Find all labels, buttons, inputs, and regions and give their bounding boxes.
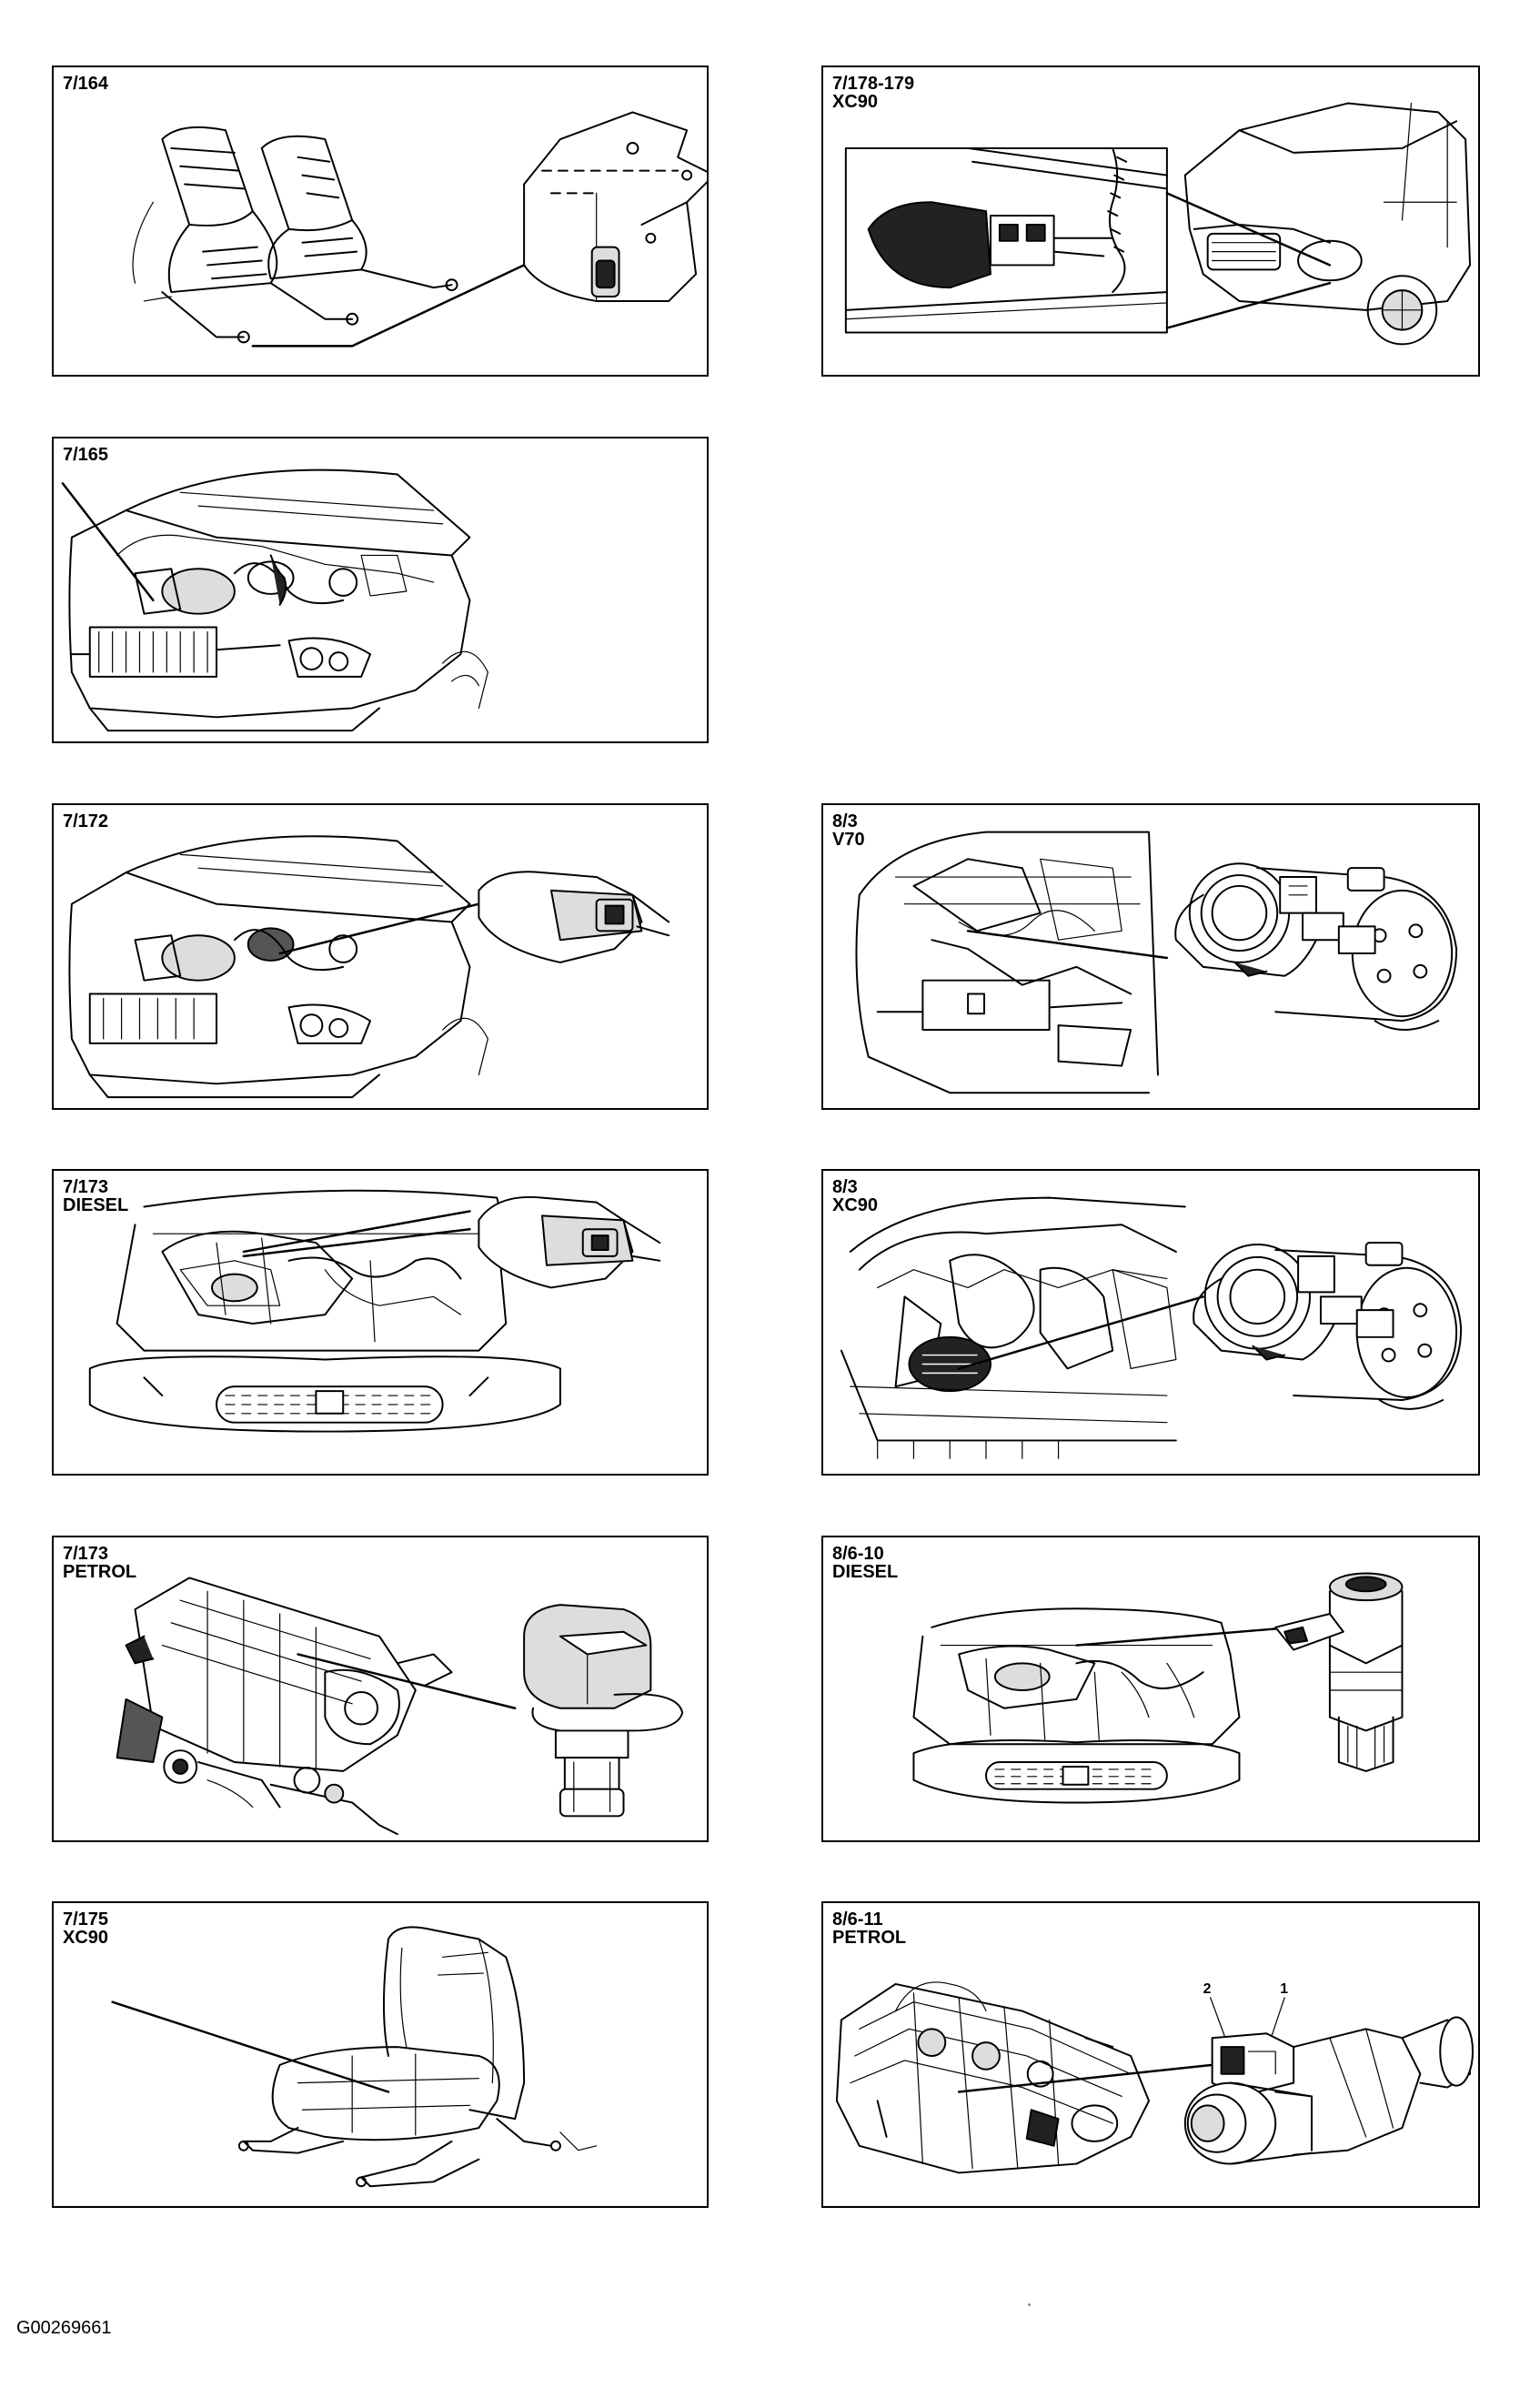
panel-7-164: 7/164	[52, 65, 709, 377]
panel-7-178-179-xc90: 7/178-179 XC90	[821, 65, 1480, 377]
diesel-engine-bay-connector-icon	[88, 1189, 661, 1433]
panel-label: 7/173 PETROL	[63, 1544, 137, 1582]
fuel-sensor-icon	[912, 1572, 1404, 1804]
panel-label: 7/165	[63, 445, 109, 465]
panel-label: 8/6-10 DIESEL	[832, 1544, 899, 1582]
panel-7-175-xc90: 7/175 XC90	[52, 1901, 709, 2208]
panel-7-173-diesel: 7/173 DIESEL	[52, 1169, 709, 1476]
panel-label: 8/3 V70	[832, 811, 865, 850]
camshaft-sensor-icon	[116, 1577, 684, 1836]
panel-7-173-petrol: 7/173 PETROL	[52, 1536, 709, 1842]
panel-8-6-10-diesel: 8/6-10 DIESEL	[821, 1536, 1480, 1842]
panel-label: 7/173 DIESEL	[63, 1177, 129, 1215]
panel-7-172: 7/172	[52, 803, 709, 1110]
panel-7-165: 7/165	[52, 437, 709, 743]
panel-label: 8/6-11 PETROL	[832, 1909, 907, 1948]
panel-label: 7/175 XC90	[63, 1909, 109, 1948]
seat-icon	[111, 1926, 598, 2188]
fuel-injector-icon: 2 1	[835, 1981, 1475, 2174]
front-bumper-connector-icon	[844, 102, 1472, 346]
panel-label: 7/178-179 XC90	[832, 74, 915, 112]
panel-label: 8/3 XC90	[832, 1177, 879, 1215]
scan-speck	[1028, 2303, 1031, 2306]
ac-compressor-icon	[840, 1196, 1463, 1459]
seat-with-control-module-icon	[132, 111, 707, 348]
engine-bay-icon	[61, 469, 488, 732]
panel-8-6-11-petrol: 8/6-11 PETROL 2 1	[821, 1901, 1480, 2208]
callout-2: 2	[1203, 1981, 1212, 1997]
panel-label: 7/164	[63, 74, 109, 94]
panel-8-3-xc90: 8/3 XC90	[821, 1169, 1480, 1476]
engine-bay-connector-icon	[68, 835, 670, 1099]
callout-1: 1	[1280, 1981, 1288, 1997]
ac-compressor-icon	[855, 831, 1458, 1094]
panel-label: 7/172	[63, 811, 109, 831]
panel-8-3-v70: 8/3 V70	[821, 803, 1480, 1110]
figure-id: G00269661	[16, 2318, 112, 2338]
